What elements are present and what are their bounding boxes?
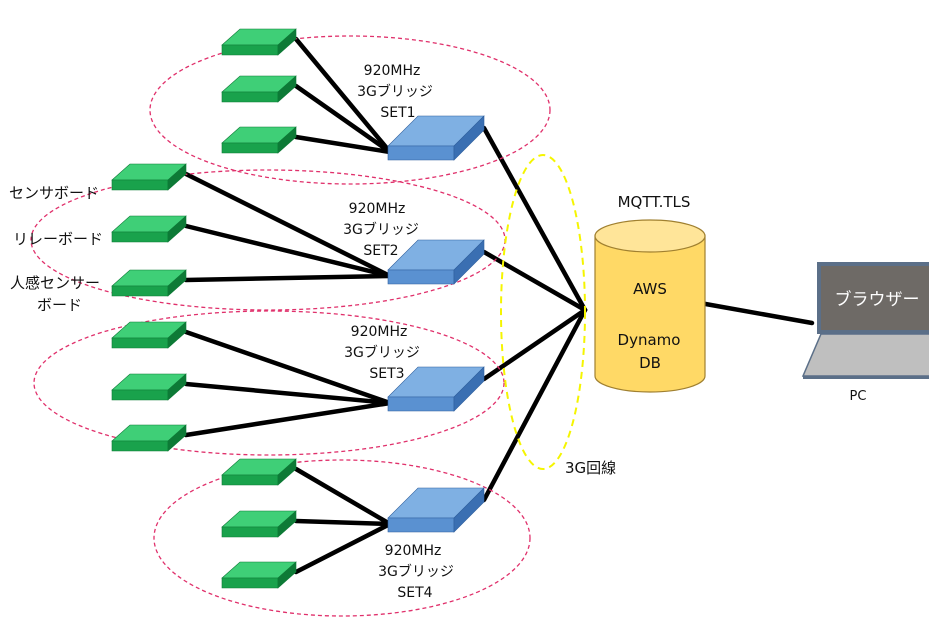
set3-name: SET3 — [369, 366, 404, 382]
board-to-bridge-line — [183, 400, 393, 438]
group-ellipse — [33, 310, 505, 456]
board-to-bridge-line — [183, 223, 393, 279]
sensor-boards — [111, 28, 297, 589]
board-to-bridge-line — [183, 329, 393, 406]
green-board-icon — [221, 458, 297, 486]
group-ellipses — [30, 35, 586, 617]
bridge-to-cloud-line — [481, 307, 588, 503]
board-to-bridge-line — [293, 36, 393, 155]
set4-bridge: 3Gブリッジ — [378, 563, 454, 580]
board-to-bridge-line — [293, 518, 393, 527]
board-to-bridge-line — [183, 381, 393, 406]
aws-label: AWS — [633, 280, 667, 298]
laptop-keyboard-edge — [803, 376, 929, 379]
dynamo-label: Dynamo — [618, 331, 681, 349]
motion-board-label-line2: ボード — [37, 296, 82, 314]
3g-line-ellipse — [500, 154, 586, 470]
board-to-bridge-line — [293, 466, 393, 527]
green-board-icon — [221, 126, 297, 154]
green-board-icon — [221, 510, 297, 538]
set3-bridge: 3Gブリッジ — [344, 344, 420, 361]
laptop-icon — [801, 262, 929, 379]
green-board-icon — [221, 75, 297, 103]
network-label: 3G回線 — [565, 459, 616, 477]
blue-bridge-icon — [387, 115, 485, 161]
green-board-icon — [111, 373, 187, 401]
cloud-to-pc-line — [697, 300, 815, 326]
browser-label: ブラウザー — [835, 289, 920, 310]
set2-bridge: 3Gブリッジ — [343, 221, 419, 238]
board-to-bridge-line — [183, 273, 393, 283]
bridge-to-cloud-line — [481, 249, 588, 313]
green-board-icon — [111, 163, 187, 191]
blue-bridge-icon — [387, 366, 485, 412]
cylinder-body — [594, 235, 706, 393]
board-to-bridge-line — [293, 521, 393, 575]
set2-freq: 920MHz — [349, 201, 406, 217]
green-board-icon — [111, 424, 187, 452]
green-board-icon — [111, 321, 187, 349]
set1-freq: 920MHz — [364, 63, 421, 79]
cylinder-top — [594, 219, 706, 253]
pc-label: PC — [850, 389, 867, 404]
blue-bridge-icon — [387, 239, 485, 285]
sensor-board-label: センサボード — [9, 184, 99, 202]
board-to-bridge-line — [183, 171, 393, 279]
labels: 920MHz 3Gブリッジ SET1 920MHz 3Gブリッジ SET2 92… — [9, 63, 920, 601]
blue-bridge-icon — [387, 487, 485, 533]
set1-name: SET1 — [380, 105, 415, 121]
group-ellipse — [149, 35, 551, 185]
protocol-label: MQTT.TLS — [618, 193, 691, 211]
green-board-icon — [221, 561, 297, 589]
bridges — [387, 115, 485, 533]
set1-bridge: 3Gブリッジ — [357, 83, 433, 100]
laptop-screen — [821, 266, 929, 330]
db-label: DB — [639, 354, 661, 372]
set4-freq: 920MHz — [385, 543, 442, 559]
board-to-bridge-line — [293, 83, 393, 155]
relay-board-label: リレーボード — [13, 230, 103, 248]
set2-name: SET2 — [363, 243, 398, 259]
green-board-icon — [221, 28, 297, 56]
set4-name: SET4 — [397, 585, 432, 601]
laptop-keyboard — [801, 333, 929, 377]
board-to-bridge-line — [293, 134, 393, 155]
group-ellipse — [153, 459, 531, 617]
motion-board-label-line1: 人感センサー — [10, 274, 100, 292]
connection-lines — [183, 36, 815, 575]
green-board-icon — [111, 215, 187, 243]
set3-freq: 920MHz — [351, 324, 408, 340]
green-board-icon — [111, 269, 187, 297]
bridge-to-cloud-line — [481, 307, 588, 382]
database-cylinder-icon — [594, 219, 706, 393]
